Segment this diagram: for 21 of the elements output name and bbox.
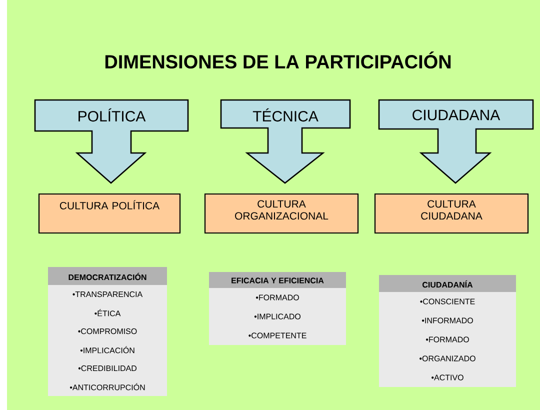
list-item: •ACTIVO [432, 374, 464, 380]
list-item: •FORMADO [256, 294, 299, 300]
list-item: •COMPETENTE [248, 332, 306, 338]
list-item: •INFORMADO [422, 318, 473, 324]
list-item: •TRANSPARENCIA [72, 291, 143, 298]
list-item: •IMPLICACIÓN [80, 346, 134, 354]
list-item: •COMPROMISO [78, 328, 137, 334]
list-item: •ANTICORRUPCIÓN [70, 383, 145, 390]
list-heading: CIUDADANÍA [422, 280, 473, 288]
list-item: •CONSCIENTE [420, 298, 475, 304]
culture-box: CULTURA POLÍTICA [38, 193, 181, 234]
culture-box: CULTURA CIUDADANA [374, 193, 529, 234]
list-heading: DEMOCRATIZACIÓN [68, 272, 146, 280]
culture-box: CULTURA ORGANIZACIONAL [204, 193, 359, 234]
title: DIMENSIONES DE LA PARTICIPACIÓN [105, 52, 451, 69]
list-item: •IMPLICADO [254, 314, 301, 320]
list-heading: EFICACIA Y EFICIENCIA [232, 278, 324, 284]
list-item: •FORMADO [426, 336, 469, 342]
list-item: •ÉTICA [94, 309, 121, 316]
list-item: •CREDIBILIDAD [78, 365, 137, 372]
list-item: •ORGANIZADO [420, 356, 476, 362]
